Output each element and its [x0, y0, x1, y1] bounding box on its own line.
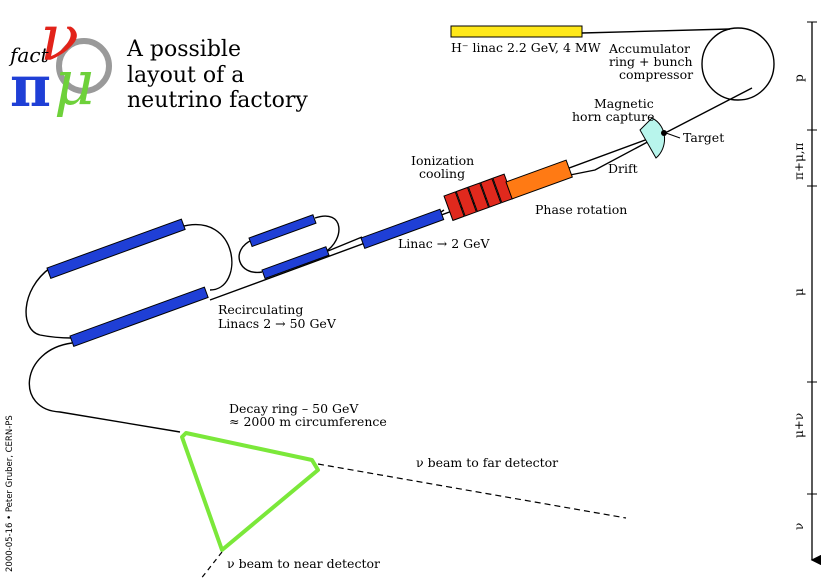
credit-text: 2000-05-16 • Peter Gruber, CERN-PS	[5, 415, 15, 572]
title-line-3: neutrino factory	[127, 88, 308, 113]
small-recirc-linac-upper	[248, 214, 317, 248]
cooling-cell-2	[455, 186, 478, 217]
label-hminus-linac: H⁻ linac 2.2 GeV, 4 MW	[451, 40, 601, 55]
label-recirc-2: Linacs 2 → 50 GeV	[218, 316, 337, 331]
nufact-logo: ν π μ fact	[8, 2, 112, 120]
target-pointer	[665, 132, 681, 139]
cooling-cell-3	[467, 182, 490, 213]
near-beam-line	[199, 551, 223, 581]
large-recirc-arcs	[25, 224, 233, 339]
linac-2gev	[360, 208, 445, 249]
label-decay-1: Decay ring – 50 GeV	[229, 401, 359, 416]
target-dot	[661, 130, 667, 136]
title-line-2: layout of a	[127, 63, 244, 88]
cooling-cell-4	[480, 177, 502, 208]
hminus-to-accumulator	[581, 28, 731, 34]
hminus-linac	[450, 25, 583, 38]
large-recirc-linac-upper	[46, 218, 186, 279]
magnetic-horn	[639, 117, 665, 159]
page-title: A possible layout of a neutrino factory	[126, 37, 308, 113]
small-recirc-arcs	[238, 215, 340, 273]
decay-ring	[180, 431, 320, 552]
stage-axis: p π+μ,π μ μ+ν ν	[792, 21, 822, 566]
title-line-1: A possible	[126, 37, 241, 62]
far-beam-line	[317, 463, 627, 519]
large-recirc-linac-lower	[69, 286, 209, 347]
cooling-cell-1	[443, 191, 465, 222]
label-magnetic-1: Magnetic	[594, 96, 654, 111]
label-drift: Drift	[608, 161, 638, 176]
label-accumulator-3: compressor	[619, 67, 693, 82]
label-far-beam: ν beam to far detector	[416, 455, 558, 470]
phase-rotation-section	[505, 159, 573, 200]
label-recirc-1: Recirculating	[218, 302, 303, 317]
label-accumulator-2: ring + bunch	[609, 54, 693, 69]
stage-label-mu: μ	[792, 288, 806, 296]
stage-label-nu: ν	[792, 523, 806, 530]
label-magnetic-2: horn capture	[572, 109, 654, 124]
logo-mu: μ	[54, 46, 94, 119]
label-ionization-2: cooling	[419, 166, 465, 181]
logo-ring	[56, 38, 112, 94]
stage-label-mu-nu: μ+ν	[792, 413, 806, 438]
logo-nu: ν	[40, 2, 79, 76]
label-ionization-1: Ionization	[411, 153, 474, 168]
transfer-to-decay-ring	[28, 342, 181, 433]
label-accumulator-1: Accumulator	[608, 41, 690, 56]
label-phase-rotation: Phase rotation	[535, 202, 627, 217]
label-decay-2: ≈ 2000 m circumference	[229, 414, 387, 429]
logo-pi: π	[10, 54, 51, 120]
logo-fact: fact	[8, 43, 50, 67]
ionization-cooling	[443, 173, 514, 222]
accumulator-ring	[701, 27, 775, 101]
label-linac-2gev: Linac → 2 GeV	[398, 236, 491, 251]
label-near-beam: ν beam to near detector	[227, 556, 380, 571]
small-recirc-linac-lower	[261, 246, 330, 280]
proton-transfer-line	[666, 87, 753, 133]
stage-label-p: p	[792, 74, 806, 82]
label-target: Target	[683, 130, 724, 145]
stage-label-pi-mu: π+μ,π	[792, 142, 806, 180]
